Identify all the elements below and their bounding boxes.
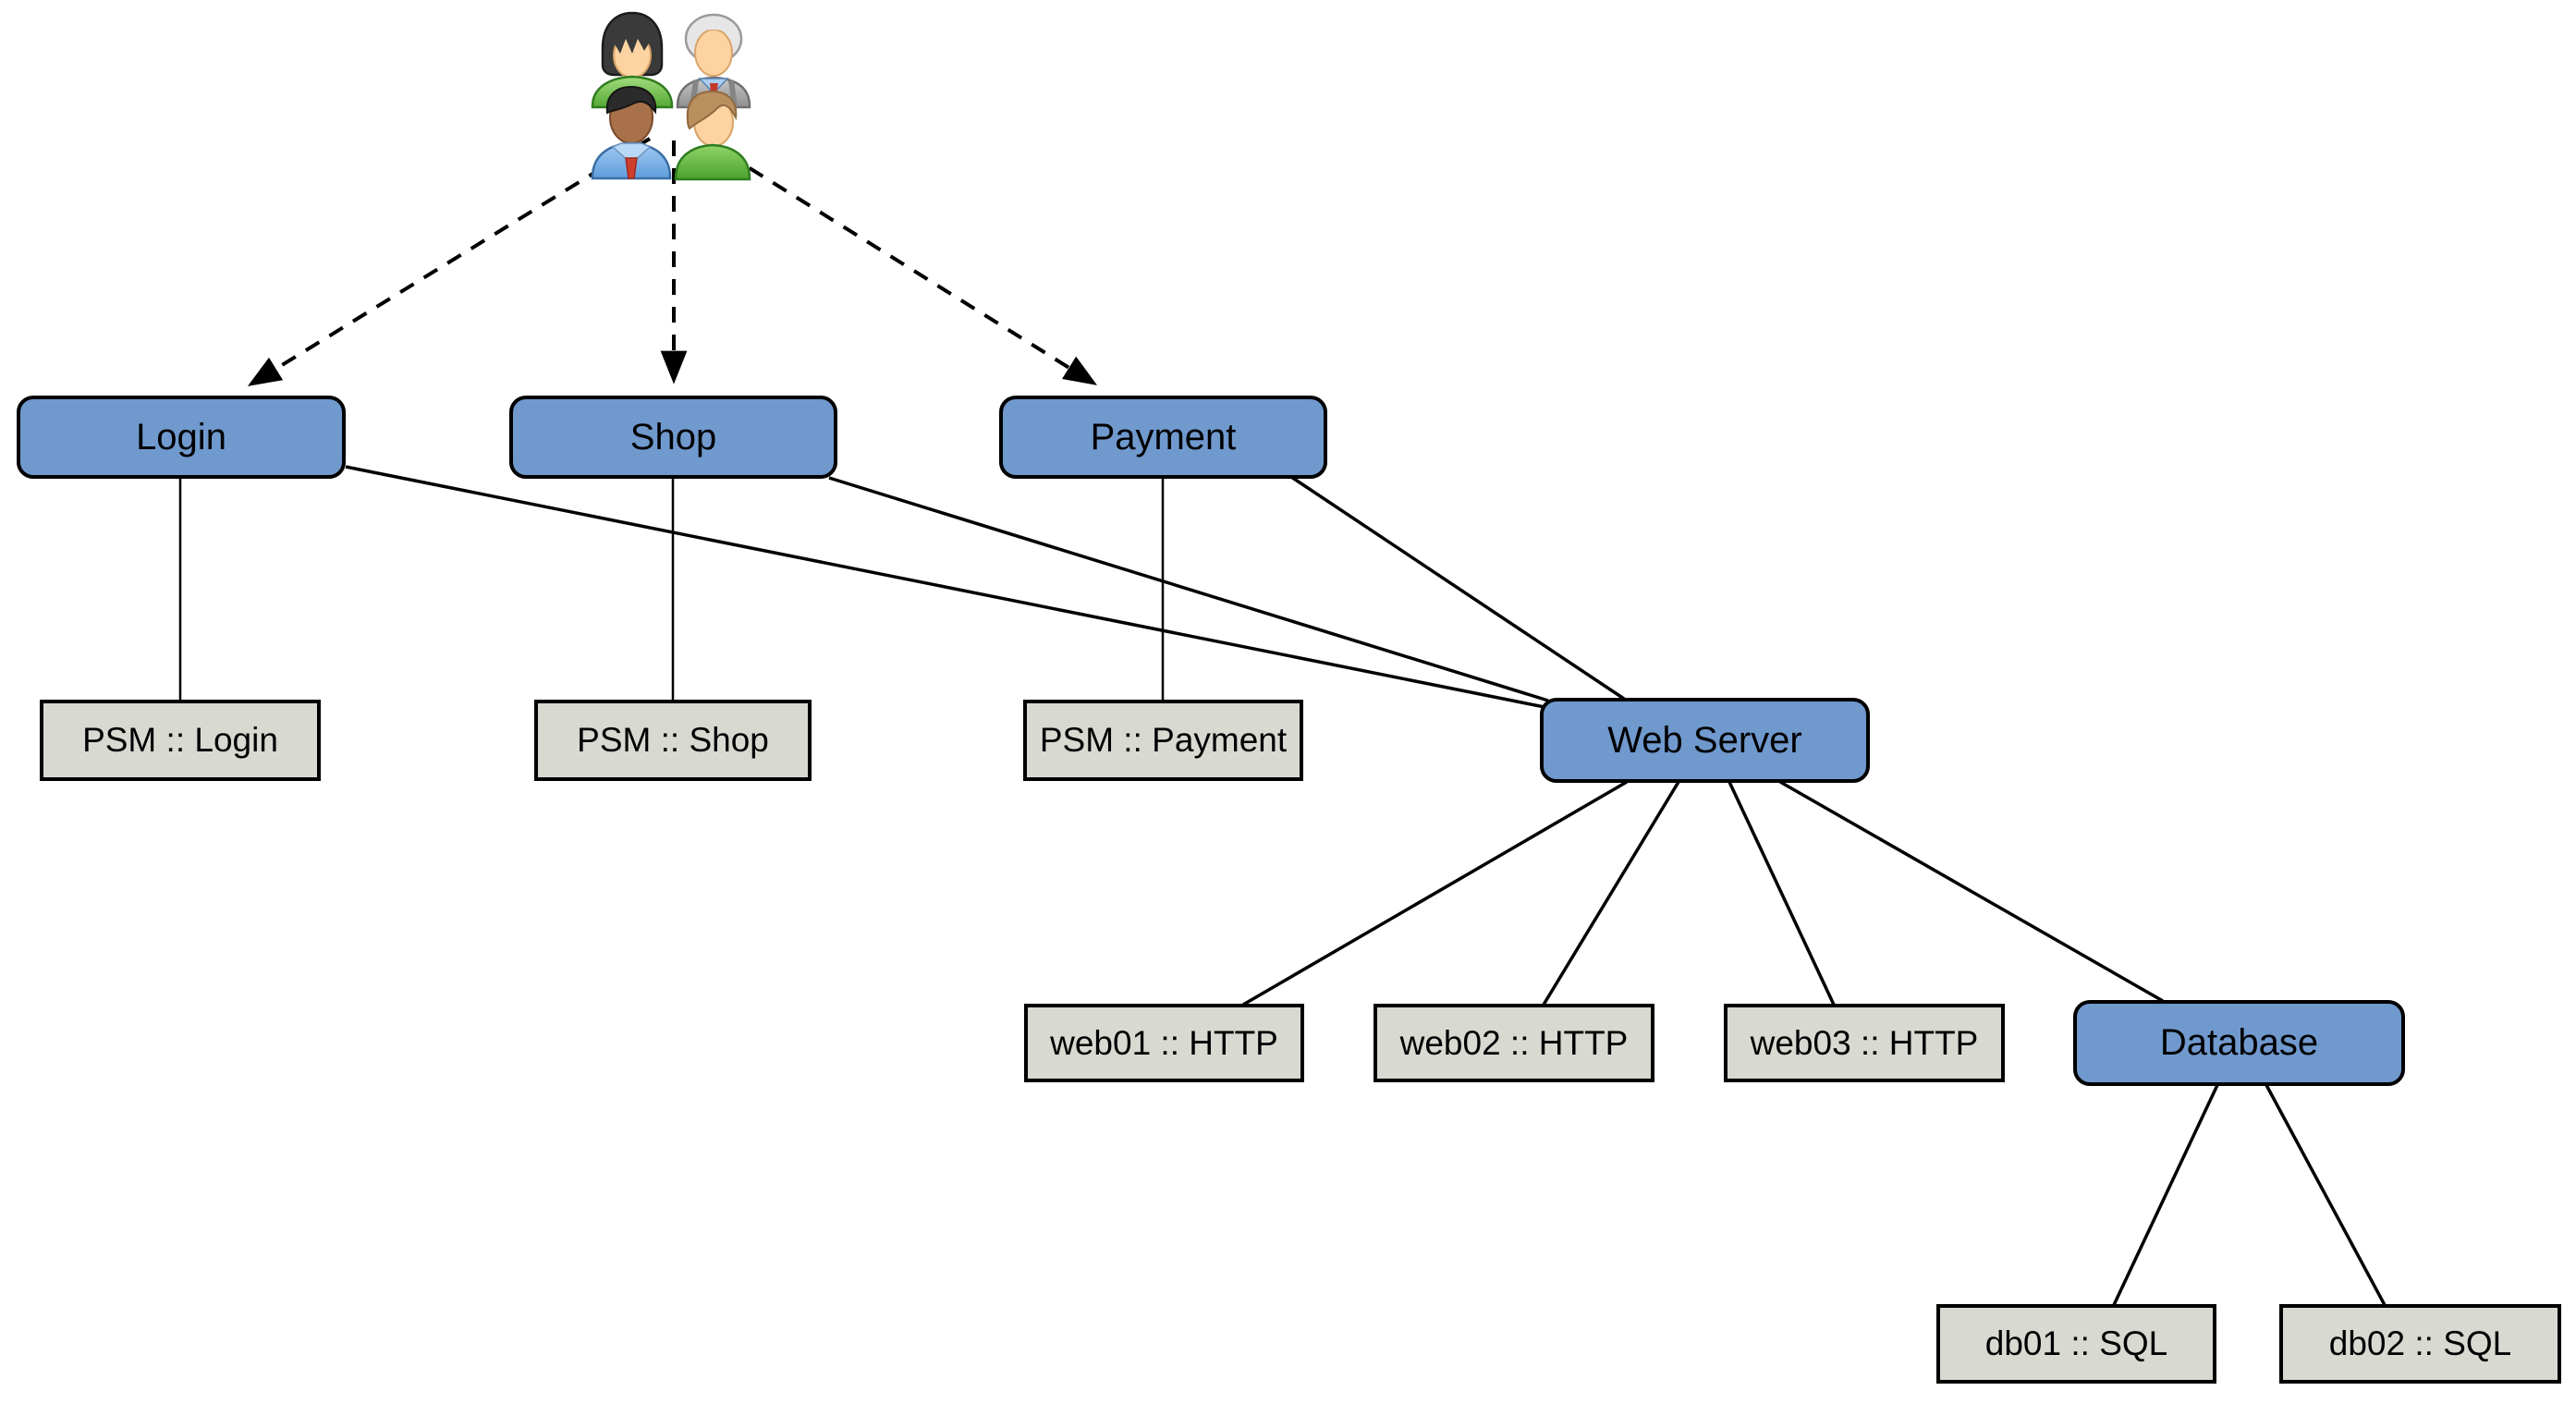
node-db01-label: db01 :: SQL (1984, 1324, 2168, 1362)
node-db02-label: db02 :: SQL (2328, 1324, 2512, 1362)
edge-users-payment (701, 137, 1098, 385)
users-icon (591, 11, 751, 181)
edge-database-db01 (2112, 1084, 2219, 1306)
user-man-icon (591, 85, 672, 180)
node-db02: db02 :: SQL (2279, 1304, 2561, 1384)
node-payment-label: Payment (1090, 416, 1237, 458)
node-psm-login-label: PSM :: Login (82, 721, 278, 759)
node-login: Login (17, 396, 346, 479)
node-web-server-label: Web Server (1607, 719, 1802, 761)
edge-webserver-web01 (1242, 780, 1628, 1006)
node-login-label: Login (136, 416, 226, 458)
node-shop: Shop (509, 396, 837, 479)
node-web01: web01 :: HTTP (1024, 1004, 1304, 1082)
node-web02-label: web02 :: HTTP (1399, 1023, 1629, 1062)
edge-shop-webserver (828, 476, 1549, 702)
node-web03-label: web03 :: HTTP (1750, 1023, 1979, 1062)
node-shop-label: Shop (629, 416, 717, 458)
node-payment: Payment (999, 396, 1327, 479)
user-person-icon (674, 90, 751, 181)
node-psm-shop-label: PSM :: Shop (577, 721, 769, 759)
edge-payment-webserver (1290, 475, 1625, 701)
node-web-server: Web Server (1540, 698, 1870, 783)
node-web01-label: web01 :: HTTP (1050, 1023, 1278, 1062)
edge-webserver-web02 (1542, 781, 1680, 1006)
node-database-label: Database (2159, 1022, 2319, 1063)
node-psm-payment-label: PSM :: Payment (1039, 721, 1288, 759)
node-psm-shop: PSM :: Shop (534, 700, 812, 781)
edge-users-login (247, 137, 652, 386)
edge-webserver-web03 (1728, 781, 1836, 1006)
node-web02: web02 :: HTTP (1373, 1004, 1654, 1082)
edge-database-db02 (2265, 1084, 2387, 1306)
edge-login-webserver (345, 465, 1545, 709)
node-psm-login: PSM :: Login (40, 700, 321, 781)
node-database: Database (2073, 1000, 2405, 1086)
edge-webserver-database (1779, 780, 2164, 1003)
node-db01: db01 :: SQL (1936, 1304, 2216, 1384)
node-web03: web03 :: HTTP (1724, 1004, 2005, 1082)
node-psm-payment: PSM :: Payment (1023, 700, 1303, 781)
